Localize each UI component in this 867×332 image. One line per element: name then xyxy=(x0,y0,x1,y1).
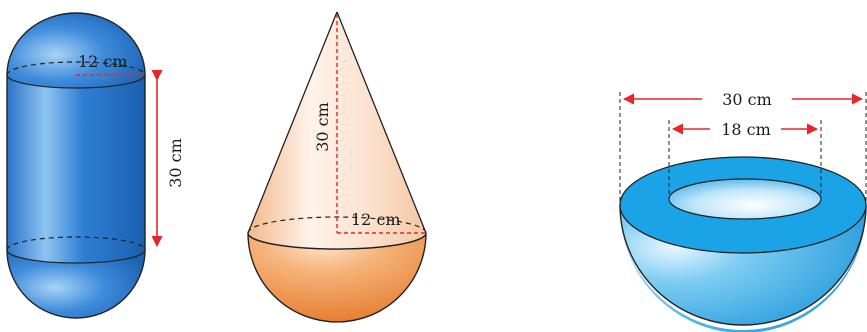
hollow-bowl-figure: 30 cm 18 cm xyxy=(619,90,867,332)
cone-radius-label: 12 cm xyxy=(351,210,401,229)
capsule-radius-label: 12 cm xyxy=(78,52,128,71)
bowl-inner-cavity xyxy=(668,178,822,220)
cone-body xyxy=(248,12,426,249)
capsule-top-hemisphere xyxy=(7,13,145,318)
outer-diameter-label: 30 cm xyxy=(722,90,772,109)
capsule-top-cap xyxy=(7,13,145,88)
capsule-bottom-cap xyxy=(7,250,145,318)
capsule-figure: 12 cm 30 cm xyxy=(6,12,185,319)
capsule-height-label: 30 cm xyxy=(166,138,185,188)
inner-diameter-label: 18 cm xyxy=(721,120,771,139)
cone-hemisphere-figure: 30 cm 12 cm xyxy=(247,11,427,323)
cone-height-label: 30 cm xyxy=(313,102,332,152)
